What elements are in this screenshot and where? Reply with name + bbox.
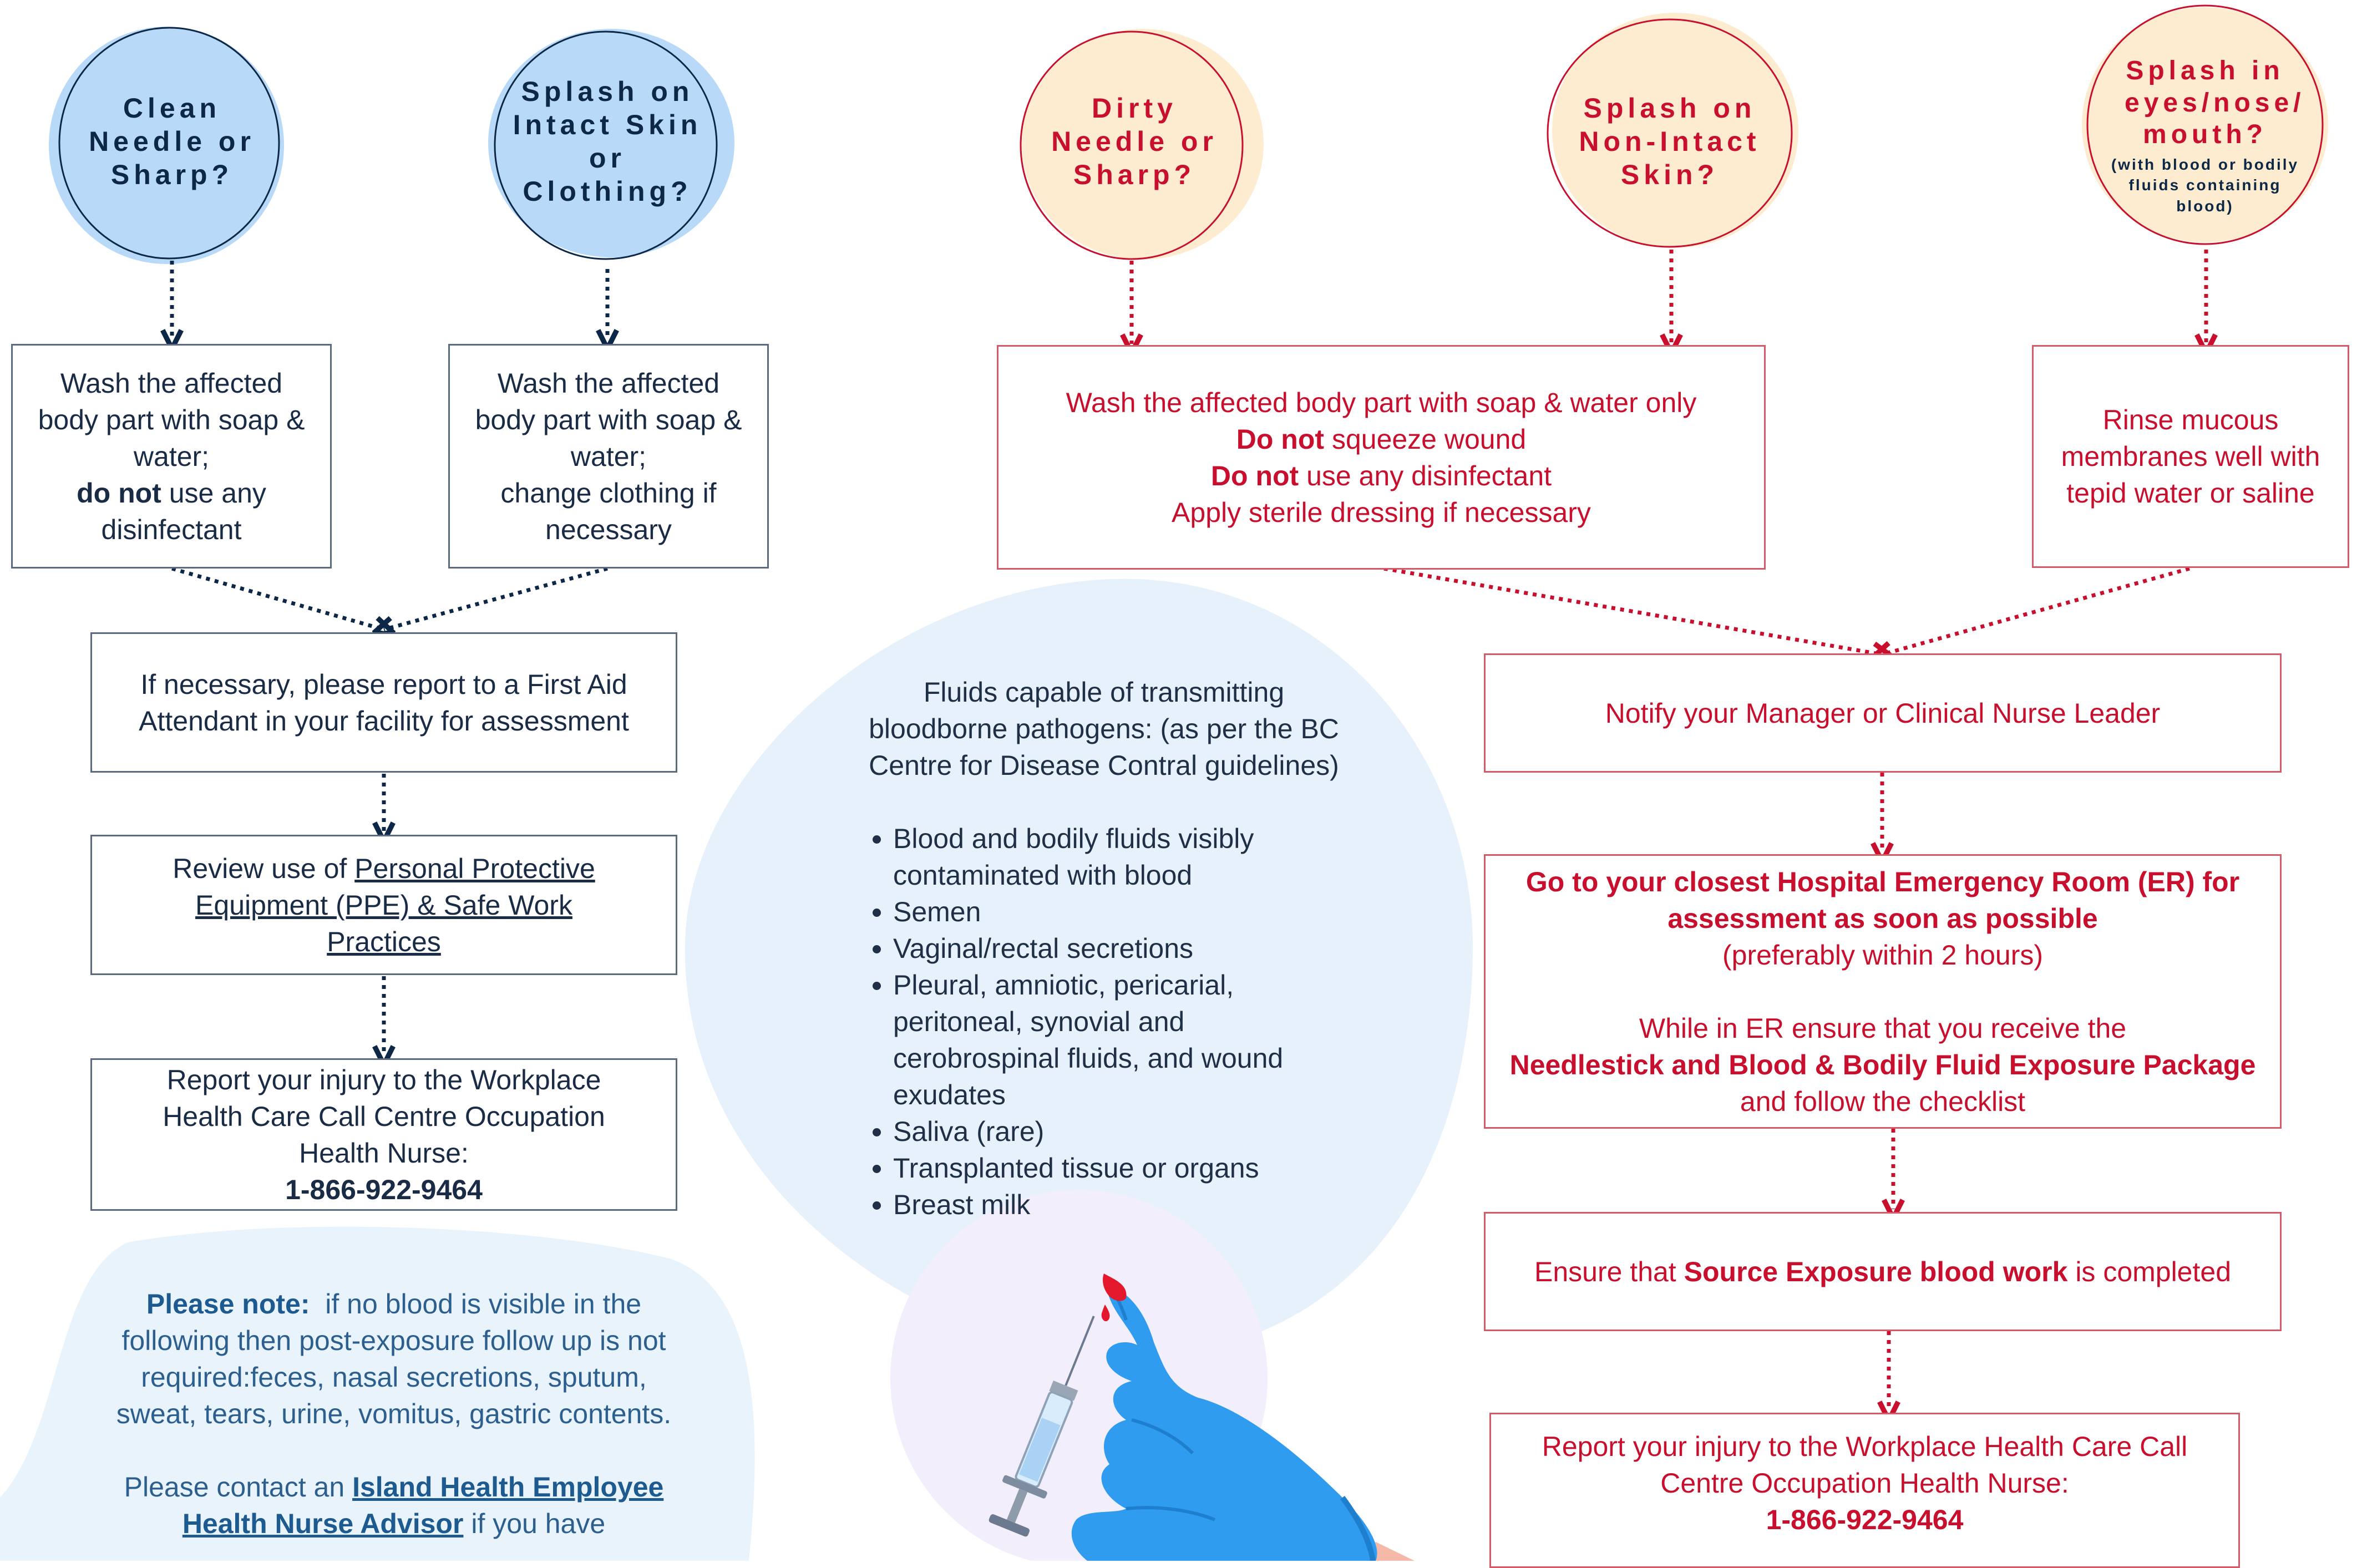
fluids-panel: Fluids capable of transmitting bloodborn… (865, 674, 1342, 1223)
circle-splash-eyes (2082, 4, 2328, 245)
connector-wash-splash-to-firstaid (384, 566, 608, 630)
first-aid-box: If necessary, please report to a First A… (90, 632, 677, 773)
wash-clean-line2: use any disinfectant (101, 477, 266, 545)
wash-right-bold2: Do not (1236, 423, 1325, 455)
wash-splash-line2: change clothing if necessary (500, 477, 717, 545)
fluids-item: Pleural, amniotic, pericarial, peritonea… (893, 967, 1342, 1113)
er-line5: and follow the checklist (1740, 1085, 2026, 1117)
fluids-item: Semen (893, 894, 1342, 930)
rinse-text: Rinse mucous membranes well with tepid w… (2061, 404, 2320, 509)
circle-splash-label: Splash on Intact Skin or Clothing? (513, 76, 702, 207)
note-bubble (0, 1226, 755, 1561)
employee-health-link[interactable]: Island Health Employee Health Nurse Advi… (182, 1471, 664, 1539)
wash-right-rest2: squeeze wound (1331, 423, 1527, 455)
please-note-panel: Please note: if no blood is visible in t… (100, 1286, 688, 1542)
wash-clean-box: Wash the affected body part with soap & … (11, 344, 332, 569)
report-right-text: Report your injury to the Workplace Heal… (1542, 1431, 2188, 1499)
fluids-list: Blood and bodily fluids visibly contamin… (865, 820, 1342, 1223)
report-left-box: Report your injury to the Workplace Heal… (90, 1058, 677, 1211)
connector-wash-to-notify (1383, 566, 1882, 654)
source-prefix: Ensure that (1534, 1256, 1676, 1287)
review-prefix: Review use of (173, 852, 347, 884)
circle-eyes-label: Splash in eyes/nose/ mouth? (with blood … (2097, 44, 2313, 227)
note-text: if no blood is visible in the following … (116, 1288, 672, 1429)
wash-right-box: Wash the affected body part with soap & … (997, 345, 1766, 570)
fluids-intro: Fluids capable of transmitting bloodborn… (869, 677, 1339, 781)
circle-splash-nonintact (1547, 13, 1798, 248)
fluids-item: Vaginal/rectal secretions (893, 930, 1342, 967)
fluids-item: Breast milk (893, 1186, 1342, 1223)
wash-splash-box: Wash the affected body part with soap & … (448, 344, 769, 569)
wash-right-line4: Apply sterile dressing if necessary (1172, 496, 1591, 528)
wash-right-bold3: Do not (1210, 460, 1299, 491)
fluids-item: Saliva (rare) (893, 1113, 1342, 1150)
wash-right-rest3: use any disinfectant (1306, 460, 1552, 491)
er-bold1: Go to your closest Hospital Emergency Ro… (1525, 866, 2240, 934)
er-box: Go to your closest Hospital Emergency Ro… (1484, 854, 2282, 1129)
connector-rinse-to-notify (1882, 566, 2190, 654)
source-box: Ensure that Source Exposure blood work i… (1484, 1212, 2282, 1331)
rinse-box: Rinse mucous membranes well with tepid w… (2032, 345, 2349, 568)
circle-splash-intact (488, 29, 734, 260)
report-left-phone: 1-866-922-9464 (285, 1174, 483, 1205)
wash-right-line1: Wash the affected body part with soap & … (1066, 387, 1697, 418)
wash-splash-line1: Wash the affected body part with soap & … (475, 367, 742, 472)
circle-eyes-subtitle: (with blood or bodily fluids containing … (2111, 155, 2299, 215)
er-bold4: Needlestick and Blood & Bodily Fluid Exp… (1509, 1049, 2256, 1080)
fluids-item: Transplanted tissue or organs (893, 1150, 1342, 1186)
contact-prefix: Please contact an (124, 1471, 345, 1503)
fluids-bubble (685, 579, 1473, 1356)
circle-dirty-label: Dirty Needle or Sharp? (1051, 93, 1218, 190)
report-right-phone: 1-866-922-9464 (1766, 1504, 1964, 1535)
review-ppe-box: Review use of Personal Protective Equipm… (90, 835, 677, 975)
notify-text: Notify your Manager or Clinical Nurse Le… (1605, 697, 2161, 729)
er-line3: While in ER ensure that you receive the (1639, 1012, 2127, 1044)
syringe-icon (989, 1316, 1095, 1537)
circle-eyes-title: Splash in eyes/nose/ mouth? (2125, 55, 2305, 150)
wash-clean-bold: do not (77, 477, 161, 509)
ppe-link[interactable]: Personal Protective Equipment (PPE) & Sa… (195, 852, 595, 957)
contact-suffix: if you have (471, 1508, 606, 1539)
circle-clean-label: Clean Needle or Sharp? (89, 93, 255, 190)
gloved-hand-icon (1071, 1273, 1415, 1561)
circle-nonintact-label: Splash on Non-Intact Skin? (1579, 93, 1761, 190)
fluids-item: Blood and bodily fluids visibly contamin… (893, 820, 1342, 894)
first-aid-text: If necessary, please report to a First A… (139, 668, 629, 737)
circle-clean-needle (49, 27, 284, 264)
circle-dirty-needle (1020, 29, 1264, 260)
report-left-text: Report your injury to the Workplace Heal… (163, 1064, 605, 1169)
connector-wash-clean-to-firstaid (171, 566, 384, 630)
note-label: Please note: (146, 1288, 310, 1320)
notify-box: Notify your Manager or Clinical Nurse Le… (1484, 653, 2282, 773)
er-line2: (preferably within 2 hours) (1722, 939, 2044, 971)
source-bold: Source Exposure blood work (1684, 1256, 2068, 1287)
wash-clean-line1: Wash the affected body part with soap & … (38, 367, 305, 472)
report-right-box: Report your injury to the Workplace Heal… (1489, 1413, 2240, 1568)
source-suffix: is completed (2075, 1256, 2232, 1287)
